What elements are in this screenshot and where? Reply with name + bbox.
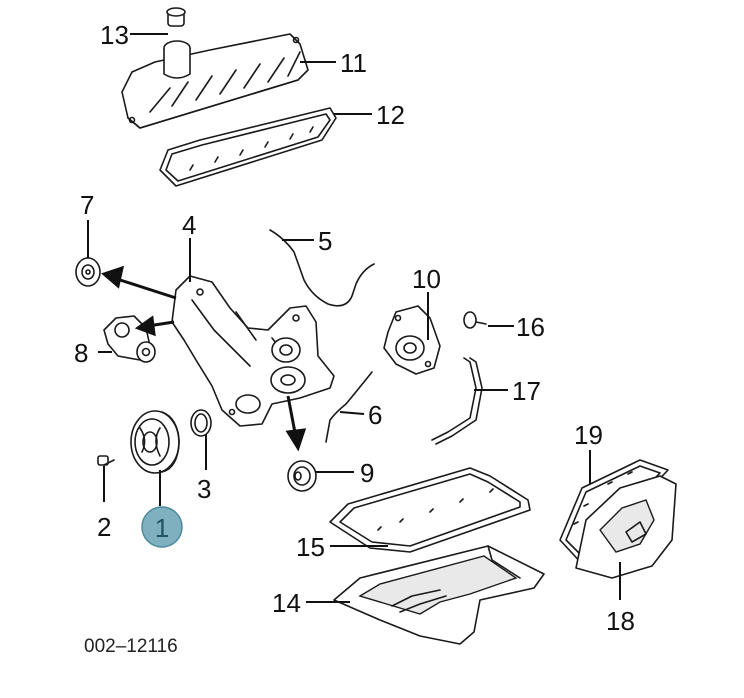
- callout-18: 18: [606, 606, 635, 636]
- callout-1-highlight: [141, 506, 183, 548]
- part-oil-pan: [333, 545, 545, 645]
- callout-labels: 13 11 12 7 4 5 10 16 8 17 6 19 9 3 2 15 …: [74, 20, 635, 636]
- part-hose: [325, 371, 373, 443]
- part-oil-pan-gasket: [329, 467, 531, 553]
- callout-6: 6: [368, 400, 382, 430]
- part-valve-cover: [121, 33, 309, 129]
- callout-19: 19: [574, 420, 603, 450]
- part-idler-pulley: [75, 257, 101, 287]
- callout-11: 11: [340, 48, 367, 78]
- callout-2: 2: [97, 512, 111, 542]
- part-crank-pulley: [287, 460, 317, 492]
- part-wiring-harness: [269, 229, 375, 307]
- reference-code: 002–12116: [84, 636, 178, 657]
- callout-5: 5: [318, 226, 332, 256]
- part-rear-oil-pan: [575, 475, 677, 579]
- part-oil-pump: [383, 305, 441, 375]
- callout-8: 8: [74, 338, 88, 368]
- part-crankshaft-damper: [130, 410, 180, 474]
- direction-arrows: [101, 265, 307, 452]
- part-damper-bolt: [97, 455, 115, 466]
- callout-10: 10: [412, 264, 441, 294]
- part-dipstick-tube: [431, 357, 483, 445]
- callout-1: 1: [155, 513, 169, 543]
- callout-9: 9: [360, 458, 374, 488]
- part-dipstick-handle: [463, 311, 487, 329]
- part-front-seal: [190, 409, 212, 437]
- callout-16: 16: [516, 312, 545, 342]
- part-valve-cover-gasket: [159, 107, 337, 187]
- leader-lines: [87, 33, 621, 603]
- part-engine-front-cover: [171, 275, 335, 427]
- part-oil-filler-cap: [166, 7, 186, 27]
- callout-7: 7: [80, 190, 94, 220]
- callout-13: 13: [100, 20, 129, 50]
- callout-3: 3: [197, 474, 211, 504]
- callout-12: 12: [376, 100, 405, 130]
- callout-15: 15: [296, 532, 325, 562]
- callout-4: 4: [182, 210, 196, 240]
- callout-14: 14: [272, 588, 301, 618]
- callout-17: 17: [512, 376, 541, 406]
